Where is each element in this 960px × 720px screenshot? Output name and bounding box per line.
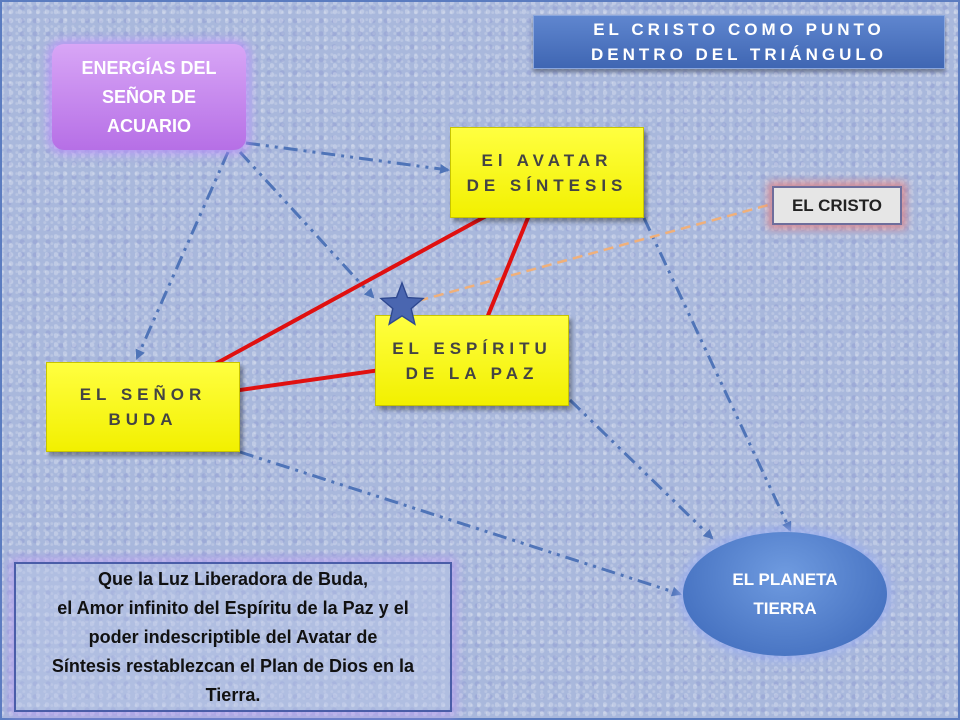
node-energias-acuario: ENERGÍAS DEL SEÑOR DE ACUARIO [52,44,246,150]
node-label-line: EL SEÑOR [79,385,207,404]
prayer-line: el Amor infinito del Espíritu de la Paz … [57,597,409,618]
prayer-textbox: Que la Luz Liberadora de Buda, el Amor i… [14,562,452,712]
title-line: DENTRO DEL TRIÁNGULO [591,45,887,64]
prayer-line: poder indescriptible del Avatar de [88,626,378,647]
prayer-line: Síntesis restablezcan el Plan de Dios en… [51,655,415,676]
title-line: EL CRISTO COMO PUNTO [593,20,885,39]
node-label-line: EL ESPÍRITU [392,338,552,358]
prayer-line: Que la Luz Liberadora de Buda, [97,568,369,589]
node-label-line: EL PLANETA [732,570,838,589]
node-planeta-tierra: EL PLANETA TIERRA [683,532,887,656]
node-el-cristo: EL CRISTO [772,186,902,225]
node-avatar-sintesis: El AVATAR DE SÍNTESIS [450,127,644,218]
node-label-line: SEÑOR DE [101,86,197,107]
node-espiritu-paz: EL ESPÍRITU DE LA PAZ [375,315,569,406]
node-label-line: ACUARIO [107,115,191,136]
node-label: EL CRISTO [791,195,883,215]
node-label-line: DE SÍNTESIS [466,175,628,195]
node-label-line: ENERGÍAS DEL [81,57,217,78]
prayer-line: Tierra. [205,684,261,705]
node-label-line: BUDA [108,410,178,429]
slide-title: EL CRISTO COMO PUNTO DENTRO DEL TRIÁNGUL… [533,15,945,69]
node-label-line: El AVATAR [481,150,613,170]
node-label-line: DE LA PAZ [405,363,539,383]
node-label-line: TIERRA [753,599,817,618]
star-icon [379,281,425,326]
node-senor-buda: EL SEÑOR BUDA [46,362,240,452]
